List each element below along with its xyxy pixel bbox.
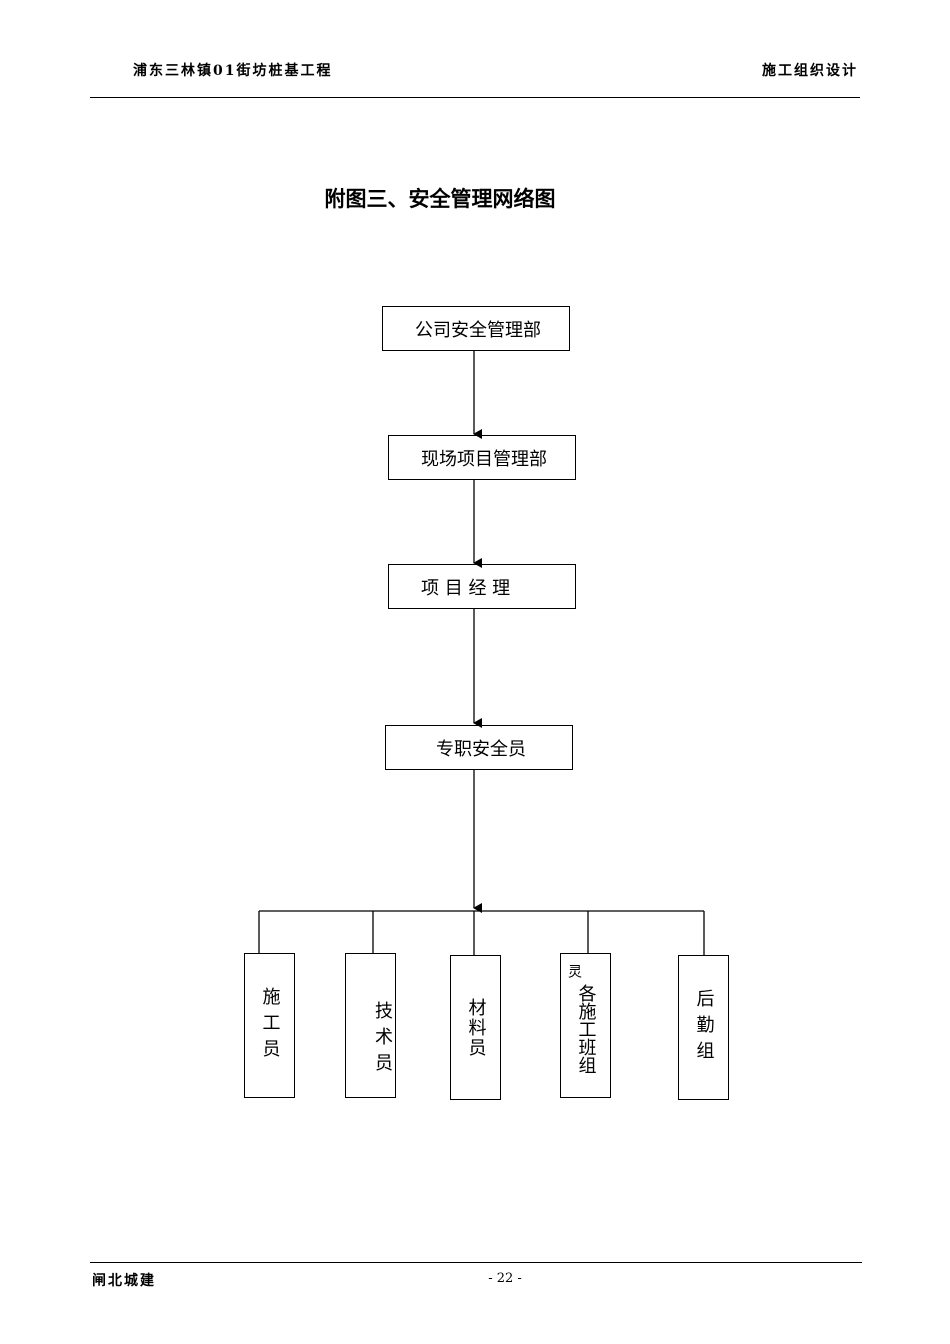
page-title: 附图三、安全管理网络图 — [324, 187, 556, 211]
node-site-project-dept: 现场项目管理部 — [388, 435, 576, 480]
node-label: 各施工班组 — [575, 983, 597, 1074]
node-company-safety-dept: 公司安全管理部 — [382, 306, 570, 351]
node-label: 公司安全管理部 — [415, 319, 541, 341]
header-rule — [90, 97, 860, 98]
page-number: - 22 - — [488, 1271, 522, 1286]
footer-rule — [90, 1262, 862, 1263]
stray-mark: 灵 — [566, 964, 582, 978]
node-construction-worker: 施工员 — [244, 953, 295, 1098]
node-project-manager: 项 目 经 理 — [388, 564, 576, 609]
node-label: 项 目 经 理 — [421, 577, 511, 599]
node-logistics: 后勤组 — [678, 955, 729, 1100]
node-label: 材料员 — [465, 997, 487, 1058]
node-label: 后勤组 — [693, 988, 715, 1067]
node-label: 施工员 — [259, 986, 281, 1065]
node-label: 专职安全员 — [436, 738, 526, 760]
node-work-teams: 各施工班组 — [560, 953, 611, 1098]
node-label: 现场项目管理部 — [421, 448, 547, 470]
footer-company: 闸北城建 — [92, 1273, 156, 1289]
node-materials-officer: 材料员 — [450, 955, 501, 1100]
node-technician: 技术员 — [345, 953, 396, 1098]
node-label: 技术员 — [372, 1000, 393, 1079]
node-safety-officer: 专职安全员 — [385, 725, 573, 770]
header-doc-type: 施工组织设计 — [762, 63, 858, 79]
header-project-name: 浦东三林镇01街坊桩基工程 — [133, 63, 333, 79]
